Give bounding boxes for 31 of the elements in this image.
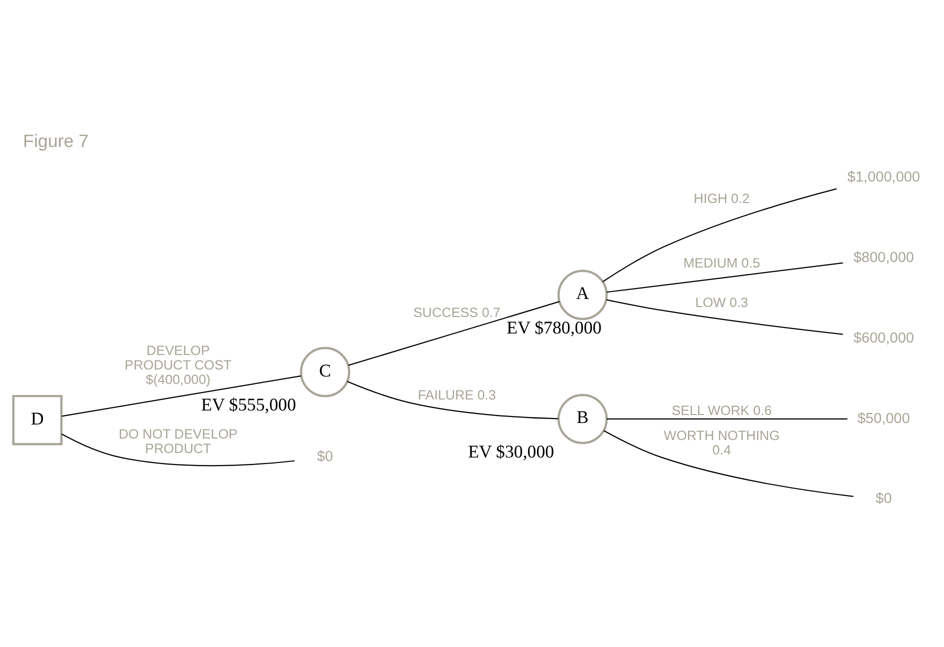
- connector: [606, 262, 843, 292]
- edge-label: MEDIUM 0.5: [683, 255, 760, 270]
- edge-label: FAILURE 0.3: [418, 387, 496, 402]
- connector: [61, 433, 295, 466]
- diagram-title: Figure 7: [23, 130, 89, 151]
- connector: [604, 430, 854, 496]
- node-text: $800,000: [853, 249, 914, 266]
- edge-label: HIGH 0.2: [694, 190, 750, 206]
- connector: [347, 380, 558, 419]
- edge-label: DEVELOP PRODUCT COST $(400,000): [124, 342, 232, 386]
- connector: [606, 298, 843, 334]
- node-circle: B: [557, 393, 608, 444]
- connector: [602, 188, 837, 282]
- node-text: $50,000: [857, 410, 910, 426]
- edge-label: WORTH NOTHING 0.4: [664, 427, 780, 457]
- node-text: $0: [316, 448, 334, 464]
- edge-label: DO NOT DEVELOP PRODUCT: [118, 426, 238, 456]
- node-text: $0: [876, 490, 892, 507]
- node-circle: A: [557, 269, 608, 320]
- node-label: EV $30,000: [468, 440, 554, 461]
- connector: [348, 300, 560, 366]
- edge-label: LOW 0.3: [695, 294, 748, 310]
- node-text: $600,000: [853, 330, 914, 346]
- edge-label: SELL WORK 0.6: [672, 402, 772, 418]
- node-label: EV $555,000: [201, 394, 296, 414]
- edge-label: SUCCESS 0.7: [413, 304, 500, 320]
- connector: [606, 418, 848, 420]
- node-box: D: [12, 394, 62, 445]
- connector: [62, 374, 302, 416]
- node-circle: C: [300, 346, 350, 397]
- node-text: $1,000,000: [847, 168, 920, 185]
